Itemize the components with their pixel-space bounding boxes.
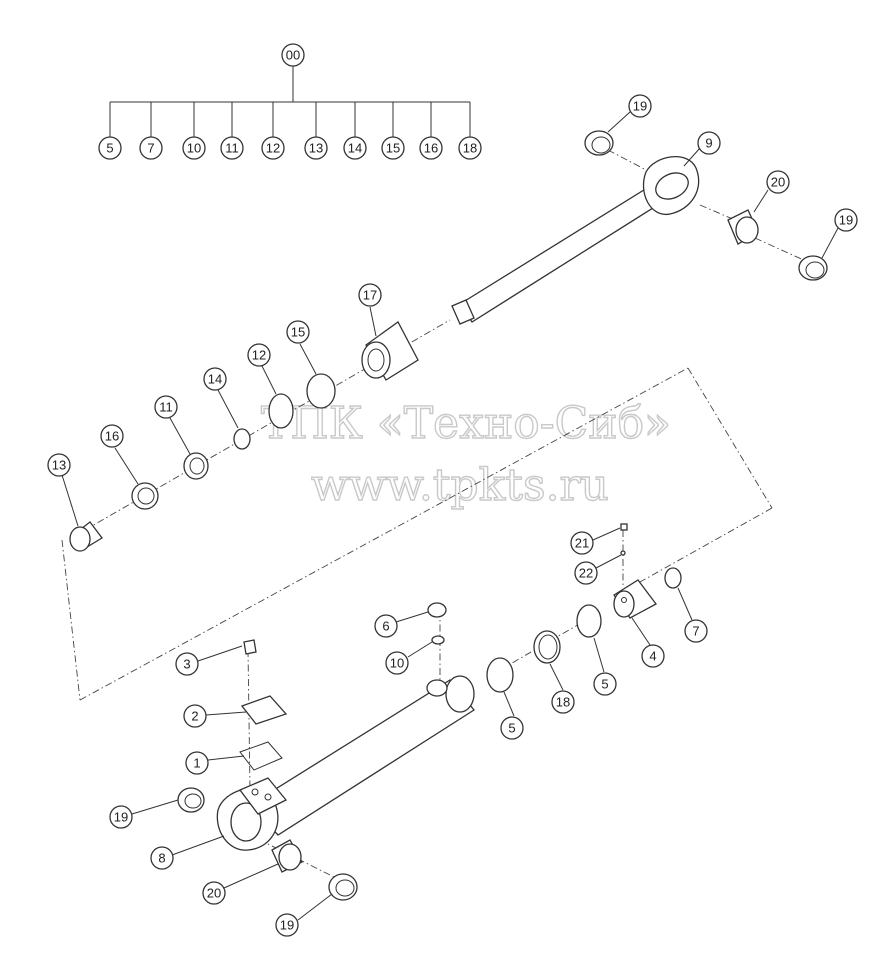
kit-item-16: 16 — [424, 141, 438, 156]
bushing-19-left — [177, 787, 205, 813]
seal-5-right — [576, 604, 602, 638]
callout-18: 18 — [556, 695, 570, 710]
callout-20-bottom: 20 — [207, 886, 221, 901]
callout-1: 1 — [193, 756, 200, 771]
bushing-19-bottom — [328, 873, 358, 901]
callout-3: 3 — [183, 657, 190, 672]
callout-9: 9 — [705, 136, 712, 151]
o-ring-15 — [306, 373, 336, 409]
bushing-19-top — [584, 130, 614, 156]
bushing-16 — [131, 482, 159, 510]
kit-item-14: 14 — [348, 141, 362, 156]
callout-14: 14 — [208, 372, 222, 387]
callout-16: 16 — [105, 429, 119, 444]
watermark-company: ТПК «Техно-Сиб» — [261, 398, 671, 449]
ball-22 — [620, 550, 626, 556]
gland-17 — [361, 321, 419, 381]
bushing-19-right — [798, 255, 828, 281]
callout-00-label: 00 — [286, 48, 300, 63]
o-ring-7 — [664, 567, 682, 589]
callout-2: 2 — [191, 709, 198, 724]
kit-item-5: 5 — [106, 141, 113, 156]
callout-5-right: 5 — [601, 677, 608, 692]
callout-12: 12 — [252, 348, 266, 363]
callout-19-left: 19 — [114, 810, 128, 825]
kit-item-18: 18 — [463, 141, 477, 156]
fitting-6 — [427, 602, 447, 618]
ring-14 — [233, 428, 251, 450]
callout-13: 13 — [52, 458, 66, 473]
callout-7: 7 — [692, 624, 699, 639]
cover-plate-2 — [240, 695, 288, 725]
callout-20-top: 20 — [771, 175, 785, 190]
callout-17: 17 — [363, 288, 377, 303]
kit-item-11: 11 — [225, 141, 239, 156]
part-callouts: 19 9 20 19 17 15 12 14 11 16 13 21 22 7 … — [47, 94, 858, 937]
callout-5-left: 5 — [508, 721, 515, 736]
screw-3 — [243, 639, 257, 655]
callout-15: 15 — [291, 325, 305, 340]
kit-item-15: 15 — [386, 141, 400, 156]
callout-8: 8 — [158, 851, 165, 866]
seal-12 — [268, 393, 294, 429]
wiper-11 — [183, 452, 209, 480]
callout-4: 4 — [649, 649, 656, 664]
piston-4 — [613, 579, 657, 619]
assembly-center-lines — [61, 149, 809, 881]
callout-11: 11 — [159, 400, 173, 415]
kit-item-13: 13 — [309, 141, 323, 156]
washer-10 — [431, 635, 445, 645]
callout-22: 22 — [579, 566, 593, 581]
set-screw-21 — [620, 523, 628, 531]
watermark-url: www.tpkts.ru — [311, 460, 609, 511]
cylinder-barrel — [216, 675, 475, 851]
kit-item-10: 10 — [187, 141, 201, 156]
gasket-1 — [239, 741, 283, 771]
callout-19-right: 19 — [839, 213, 853, 228]
kit-item-7: 7 — [147, 141, 154, 156]
callout-10: 10 — [390, 656, 404, 671]
kit-item-12: 12 — [266, 141, 280, 156]
callout-19-bottom: 19 — [280, 918, 294, 933]
leader-lines — [61, 111, 839, 921]
watermark: ТПК «Техно-Сиб» www.tpkts.ru — [260, 397, 671, 511]
spherical-bearing-20-top — [727, 209, 759, 245]
seal-18 — [533, 630, 561, 664]
kit-tree: 00 5 7 10 11 12 13 14 15 16 18 — [98, 43, 482, 160]
callout-19-top: 19 — [633, 99, 647, 114]
callout-21: 21 — [575, 536, 589, 551]
guide-13 — [69, 521, 103, 552]
callout-6: 6 — [382, 619, 389, 634]
seal-5-left — [486, 657, 514, 693]
piston-rod — [451, 156, 700, 325]
spherical-bearing-20-bottom — [271, 839, 303, 873]
